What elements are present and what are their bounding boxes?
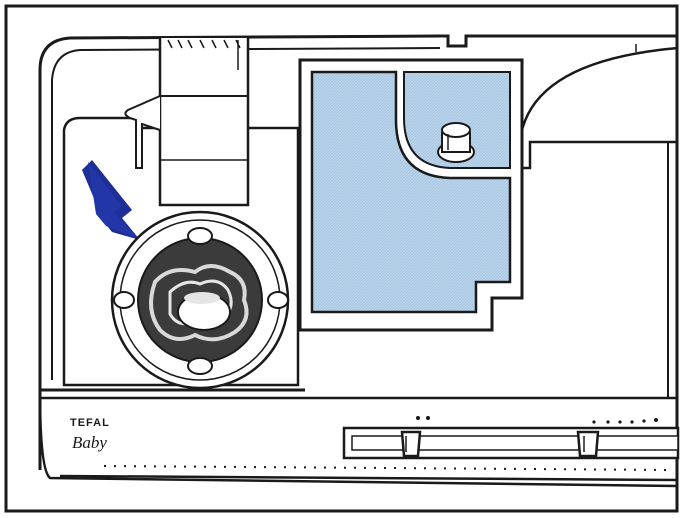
front-face-bottom-edge xyxy=(59,474,679,482)
knob-icon xyxy=(437,122,475,163)
filter-disc-icon xyxy=(110,210,290,390)
indicator-dots xyxy=(416,416,658,424)
slider-knob-left[interactable] xyxy=(400,430,422,458)
left-compartment xyxy=(62,116,300,387)
slider-knob-right[interactable] xyxy=(576,430,600,458)
latch-block xyxy=(158,38,250,207)
slider-track xyxy=(342,426,680,460)
lid-hook xyxy=(124,95,161,169)
model-label: Baby xyxy=(72,433,107,452)
blue-panel-upper xyxy=(403,71,511,169)
arrow-icon xyxy=(82,160,140,240)
machine-inner-rim xyxy=(51,47,441,380)
brand-label: TEFAL xyxy=(70,417,110,429)
right-shelf xyxy=(522,140,678,170)
front-face-corner xyxy=(38,389,679,488)
blue-panel xyxy=(310,70,512,314)
right-top-curve xyxy=(520,46,679,131)
machine-body-outline xyxy=(38,34,678,470)
